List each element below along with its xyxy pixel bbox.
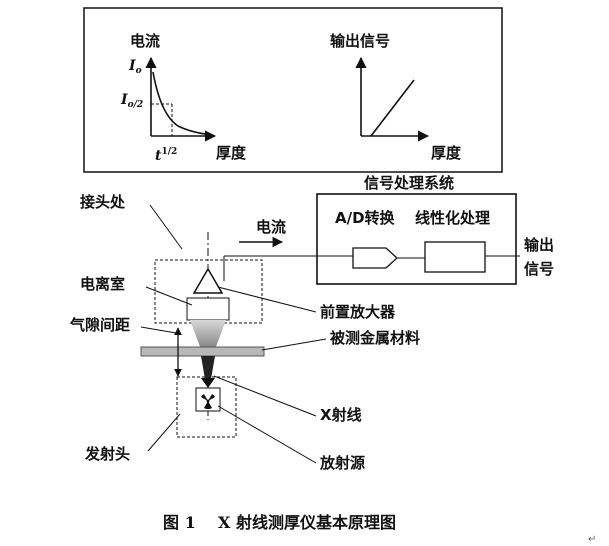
io-half-label: Io/2 xyxy=(120,92,143,110)
output-signal-label-2: 信号 xyxy=(524,260,554,278)
source-leader xyxy=(217,405,317,464)
xray-label: X射线 xyxy=(320,406,362,424)
air-gap-label: 气隙间距 xyxy=(69,316,130,334)
current-axis-label: 电流 xyxy=(130,32,160,50)
t-half-label: t1/2 xyxy=(155,147,177,164)
thickness-axis-label-2: 厚度 xyxy=(431,144,462,162)
preamp-leader xyxy=(217,286,317,313)
xray-leader xyxy=(213,375,317,417)
signal-system-box xyxy=(316,193,517,285)
material-leader xyxy=(261,338,327,351)
linearize-label: 线性化处理 xyxy=(415,209,490,227)
graphs-frame xyxy=(83,7,503,173)
current-thickness-graph: 电流 Io Io/2 t1/2 厚度 xyxy=(120,32,247,164)
emitter-label: 发射头 xyxy=(84,445,130,463)
ion-chamber-box xyxy=(186,297,230,321)
ad-converter-label: A/D转换 xyxy=(335,209,396,227)
air-gap-leader xyxy=(140,326,177,334)
ion-chamber-leader xyxy=(145,286,193,306)
io-label: Io xyxy=(128,58,142,76)
preamp-triangle xyxy=(192,267,224,294)
decay-curve xyxy=(152,71,214,136)
joint-label: 接头处 xyxy=(80,193,126,211)
preamp-label: 前置放大器 xyxy=(320,303,396,321)
source-label: 放射源 xyxy=(319,454,365,472)
output-thickness-graph: 输出信号 厚度 xyxy=(330,32,462,162)
linearize-block xyxy=(424,241,486,273)
ion-chamber-label: 电离室 xyxy=(80,275,125,293)
xray-beam-cone xyxy=(190,320,226,352)
material-label: 被测金属材料 xyxy=(330,329,420,347)
beam-tip xyxy=(201,378,215,388)
metal-plate xyxy=(140,346,265,357)
radiation-icon xyxy=(201,394,215,410)
output-axis-label: 输出信号 xyxy=(330,32,390,50)
thickness-axis-label-1: 厚度 xyxy=(216,144,247,162)
paragraph-mark: ↵ xyxy=(588,534,596,545)
ad-converter-block xyxy=(352,247,398,269)
joint-leader xyxy=(149,204,183,250)
emitter-housing xyxy=(176,376,237,438)
signal-system-label: 信号处理系统 xyxy=(364,174,454,192)
output-signal-label-1: 输出 xyxy=(524,236,554,254)
current-label: 电流 xyxy=(256,218,286,236)
emitted-xray-beam xyxy=(201,356,215,385)
linear-response-line xyxy=(370,79,415,137)
emitter-leader xyxy=(147,413,181,452)
figure-caption: 图 1 X 射线测厚仪基本原理图 xyxy=(163,513,396,532)
